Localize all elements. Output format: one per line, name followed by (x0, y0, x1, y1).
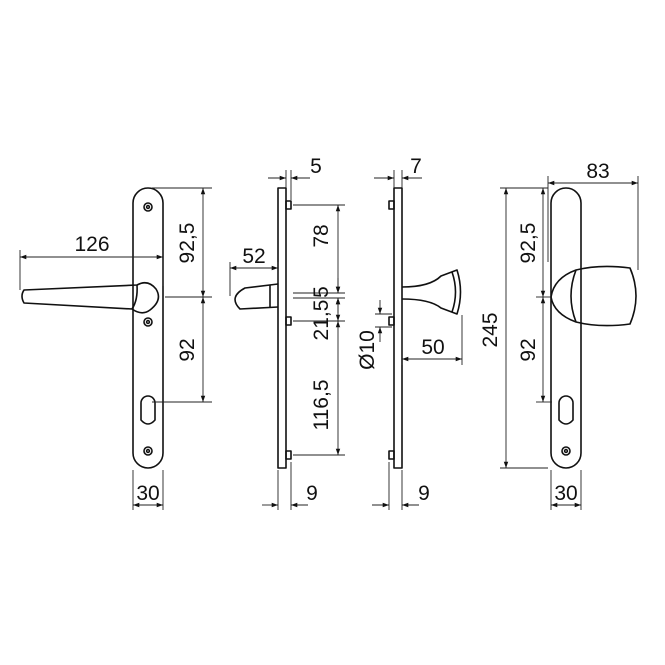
dim-knob-upper-offset: 92,5 (517, 223, 540, 264)
knob-side-view: 7 Ø10 50 9 (356, 155, 463, 510)
knob-front-view: 83 245 92,5 92 30 (479, 160, 639, 510)
dim-lower-offset: 92 (176, 338, 199, 361)
dim-handle-length: 126 (74, 233, 109, 256)
knob-front-knob (550, 265, 637, 327)
dim-knob-plate-width: 30 (554, 482, 577, 505)
screw-hole-top-center (145, 204, 151, 210)
dim-side-upper-step: 5 (310, 286, 333, 298)
dim-knob-lower-offset: 92 (517, 338, 540, 361)
knob-cylinder-cutout (558, 395, 574, 425)
knob-face-line (451, 271, 457, 313)
lever-front-view: 126 92,5 92 30 (19, 187, 212, 510)
lever-side-view: 5 52 78 5 21,5 116,5 9 (229, 155, 345, 510)
dim-side-base-depth: 9 (306, 482, 318, 505)
screw-hole-bottom-center (145, 448, 151, 454)
backplate (132, 187, 164, 469)
lever-neck-line (131, 284, 138, 310)
dim-spindle-diameter: Ø10 (356, 330, 379, 370)
knob-side-stud-middle (388, 316, 395, 326)
knob-side-stud-bottom (388, 450, 395, 460)
dim-upper-offset: 92,5 (176, 223, 199, 264)
knob-side-stud-top (388, 200, 395, 210)
screw-hole-middle-center (145, 319, 151, 325)
knob-side-plate (393, 187, 403, 469)
lever-handle (21, 281, 160, 314)
screw-hole-bottom (143, 446, 153, 456)
dim-side-upper-segment: 78 (310, 224, 333, 247)
dim-side-lower-segment: 116,5 (310, 380, 333, 431)
dim-side-middle-segment: 21,5 (310, 300, 333, 341)
dim-knob-base-depth: 9 (418, 482, 430, 505)
screw-hole-middle (143, 317, 153, 327)
side-stud-top (285, 200, 292, 210)
cylinder-cutout (140, 395, 156, 425)
dim-side-projection: 52 (242, 245, 265, 268)
side-plate (277, 187, 287, 469)
screw-hole-top (143, 202, 153, 212)
dim-knob-projection: 50 (421, 336, 444, 359)
knob-screw-hole-bottom-center (563, 448, 569, 454)
dim-overall-width: 83 (586, 160, 609, 183)
side-lever-handle (234, 283, 279, 310)
knob-side-knob (401, 269, 462, 315)
side-stud-middle (285, 316, 292, 326)
knob-front-rim (570, 269, 577, 323)
dim-plate-width: 30 (136, 482, 159, 505)
dim-side-plate-depth: 5 (310, 155, 322, 178)
dim-knob-plate-depth: 7 (410, 155, 422, 178)
knob-backplate (550, 187, 582, 469)
side-stud-bottom (285, 450, 292, 460)
dim-overall-height: 245 (479, 312, 502, 347)
knob-screw-hole-bottom (561, 446, 571, 456)
